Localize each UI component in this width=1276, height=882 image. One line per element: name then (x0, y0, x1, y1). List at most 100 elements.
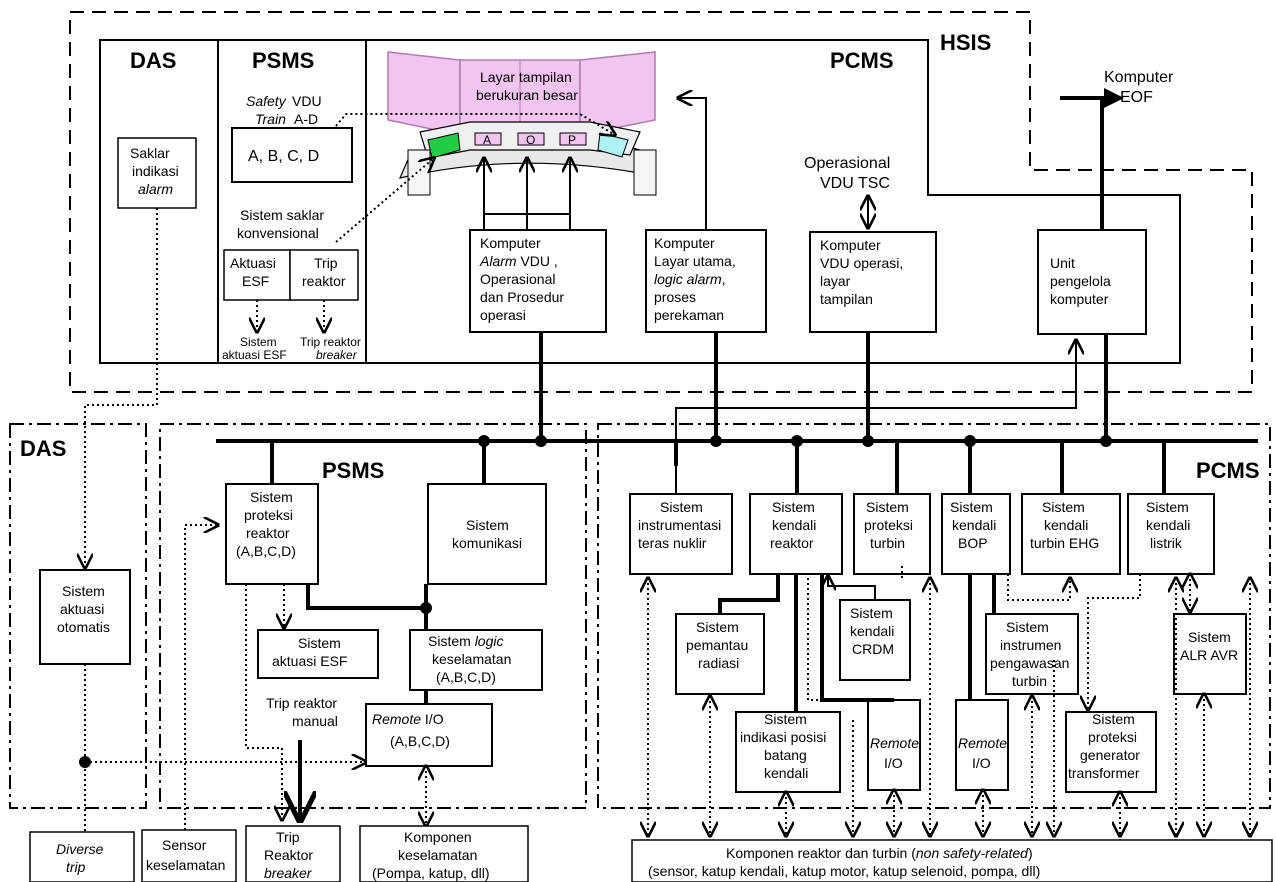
psms-bottom-label: PSMS (322, 458, 384, 483)
svg-text:Sistem: Sistem (660, 499, 703, 515)
kendali-reaktor-box (749, 493, 843, 575)
svg-text:operasi: operasi (480, 307, 526, 323)
svg-text:Train: Train (255, 111, 286, 127)
svg-text:indikasi posisi: indikasi posisi (740, 729, 826, 745)
svg-text:A, B, C, D: A, B, C, D (248, 148, 319, 165)
svg-text:kendali: kendali (952, 517, 996, 533)
svg-text:turbin EHG: turbin EHG (1030, 535, 1099, 551)
svg-text:Sensor: Sensor (162, 837, 207, 853)
svg-text:I/O: I/O (884, 755, 903, 771)
svg-text:EOF: EOF (1120, 89, 1153, 106)
svg-text:Trip: Trip (314, 255, 338, 271)
svg-text:Aktuasi: Aktuasi (230, 255, 276, 271)
svg-text:aktuasi ESF: aktuasi ESF (222, 348, 287, 362)
svg-text:P: P (568, 133, 576, 147)
sensor-keselamatan-box (141, 829, 237, 882)
svg-text:turbin: turbin (1012, 673, 1047, 689)
svg-text:Sistem: Sistem (772, 499, 815, 515)
trip-manual-label: Trip reaktor (266, 695, 337, 711)
operasional-tsc-label: Operasional (804, 155, 890, 172)
svg-text:Sistem: Sistem (1146, 499, 1189, 515)
svg-text:trip: trip (66, 859, 86, 875)
kendali-bop-box (941, 493, 1011, 575)
svg-text:Sistem logic: Sistem logic (428, 633, 503, 649)
instrumentasi-box (629, 493, 733, 575)
svg-text:reaktor: reaktor (246, 525, 290, 541)
svg-text:Trip reaktor: Trip reaktor (300, 335, 361, 349)
komputer-vdu-box (809, 231, 937, 333)
svg-text:Sistem: Sistem (240, 335, 277, 349)
svg-text:berukuran besar: berukuran besar (476, 87, 578, 103)
komponen-reaktor-box (631, 839, 1273, 882)
proteksi-turbin-box (853, 493, 931, 575)
svg-text:VDU: VDU (292, 93, 322, 109)
svg-text:keselamatan: keselamatan (432, 651, 511, 667)
komputer-alarm-box (469, 229, 607, 333)
svg-text:Diverse: Diverse (56, 841, 104, 857)
unit-pengelola-box (1037, 229, 1147, 335)
pcms-top-label: PCMS (830, 48, 894, 73)
svg-text:listrik: listrik (1150, 535, 1183, 551)
svg-text:komunikasi: komunikasi (452, 535, 522, 551)
svg-text:(A,B,C,D): (A,B,C,D) (436, 669, 496, 685)
svg-text:kendali: kendali (772, 517, 816, 533)
svg-text:layar: layar (820, 273, 851, 289)
svg-text:Sistem: Sistem (764, 711, 807, 727)
svg-text:dan Prosedur: dan Prosedur (480, 289, 564, 305)
svg-text:Sistem: Sistem (1006, 619, 1049, 635)
safety-vdu-abcd-box (231, 127, 353, 183)
sistem-saklar-label: Sistem saklar (240, 207, 324, 223)
svg-text:pengawasan: pengawasan (990, 655, 1069, 671)
svg-text:O: O (526, 133, 535, 147)
kendali-listrik-box (1127, 493, 1215, 575)
hsis-inner-frame (99, 39, 1181, 364)
svg-text:reaktor: reaktor (770, 535, 814, 551)
svg-text:Sistem: Sistem (1092, 711, 1135, 727)
kendali-crdm-box (839, 599, 911, 681)
svg-text:Komponen: Komponen (404, 829, 472, 845)
proteksi-generator-box (1065, 711, 1157, 793)
instrumen-pengawasan-box (985, 613, 1079, 695)
alr-avr-box (1173, 613, 1247, 695)
psms-bottom-boundary (159, 423, 587, 809)
svg-text:batang: batang (764, 747, 807, 763)
svg-text:pemantau: pemantau (686, 637, 748, 653)
svg-text:ALR AVR: ALR AVR (1180, 647, 1238, 663)
svg-text:VDU TSC: VDU TSC (820, 175, 890, 192)
svg-text:tampilan: tampilan (820, 291, 873, 307)
svg-text:otomatis: otomatis (57, 619, 110, 635)
svg-text:kendali: kendali (1146, 517, 1190, 533)
svg-text:Sistem: Sistem (298, 635, 341, 651)
svg-text:Sistem: Sistem (466, 517, 509, 533)
svg-text:breaker: breaker (316, 348, 358, 362)
svg-text:I/O: I/O (972, 755, 991, 771)
svg-text:Sistem: Sistem (866, 499, 909, 515)
hsis-boundary (69, 11, 1253, 393)
aktuasi-otomatis-box (39, 569, 131, 665)
console-key-o (517, 132, 545, 146)
diverse-trip-box (29, 831, 135, 882)
safety-vdu-label: Safety (246, 93, 287, 109)
svg-text:indikasi: indikasi (132, 163, 179, 179)
svg-text:komputer: komputer (1050, 291, 1109, 307)
svg-text:(A,B,C,D): (A,B,C,D) (236, 543, 296, 559)
svg-text:keselamatan: keselamatan (398, 847, 477, 863)
svg-text:proses: proses (654, 289, 696, 305)
svg-text:Alarm VDU ,: Alarm VDU , (479, 253, 558, 269)
svg-text:proteksi: proteksi (244, 507, 293, 523)
proteksi-reaktor-box (225, 483, 319, 585)
svg-text:Komputer: Komputer (654, 235, 715, 251)
pemantau-radiasi-box (675, 613, 765, 695)
remote-io-psms-box (365, 703, 493, 767)
svg-text:breaker: breaker (264, 865, 313, 881)
svg-text:Trip: Trip (276, 829, 300, 845)
svg-text:BOP: BOP (958, 535, 988, 551)
svg-text:Layar utama,: Layar utama, (654, 253, 736, 269)
svg-text:aktuasi: aktuasi (60, 601, 104, 617)
svg-text:Komponen reaktor dan turbin (n: Komponen reaktor dan turbin (non safety-… (726, 845, 1033, 861)
svg-text:reaktor: reaktor (302, 273, 346, 289)
console-key-a (474, 132, 502, 146)
svg-text:kendali: kendali (1044, 517, 1088, 533)
pcms-bottom-label: PCMS (1196, 458, 1260, 483)
